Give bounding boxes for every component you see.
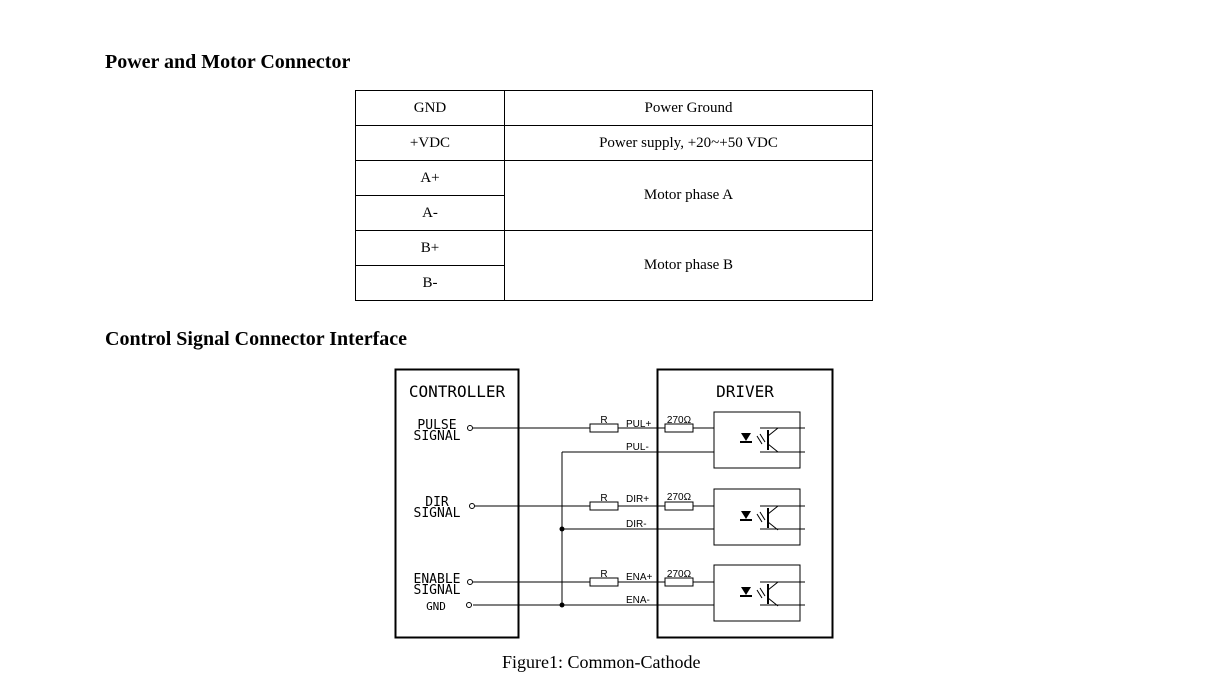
internal-resistor-label: 270Ω	[667, 415, 692, 426]
terminal-label: ENA-	[626, 595, 650, 606]
pin-cell: GND	[355, 90, 505, 126]
controller-box	[394, 368, 520, 639]
terminal-label: DIR+	[626, 494, 649, 505]
power-motor-table: GND Power Ground +VDC Power supply, +20~…	[355, 90, 873, 301]
description-cell: Power supply, +20~+50 VDC	[504, 125, 873, 161]
pin-cell: B+	[355, 230, 505, 266]
driver-box	[656, 368, 834, 639]
figure-caption: Figure1: Common-Cathode	[502, 652, 701, 672]
gnd-label: GND	[426, 600, 446, 613]
pin-cell: A-	[355, 195, 505, 231]
pin-cell: B-	[355, 265, 505, 301]
description-cell: Motor phase A	[504, 160, 873, 231]
terminal-label: PUL+	[626, 419, 651, 430]
description-cell: Power Ground	[504, 90, 873, 126]
pin-cell: +VDC	[355, 125, 505, 161]
optocoupler-icon	[740, 427, 779, 453]
junction-dot	[559, 602, 565, 608]
gnd-terminal	[466, 602, 472, 608]
wiring-diagram: CONTROLLER DRIVER PULSE SIGNAL DIR SIGNA…	[394, 368, 834, 639]
signal-label: SIGNAL	[414, 583, 461, 598]
channel-ena	[467, 564, 805, 622]
controller-label: CONTROLLER	[409, 382, 506, 401]
terminal-label: ENA+	[626, 572, 653, 583]
table-row: +VDC Power supply, +20~+50 VDC	[355, 125, 873, 161]
driver-label: DRIVER	[716, 382, 774, 401]
optocoupler-icon	[740, 581, 779, 607]
signal-label: ENABLE	[414, 572, 461, 587]
terminal-label: DIR-	[626, 519, 647, 530]
optocoupler-icon	[740, 505, 779, 531]
signal-label: PULSE	[417, 418, 456, 433]
internal-resistor-label: 270Ω	[667, 569, 692, 580]
resistor-label: R	[600, 569, 607, 580]
description-cell: Motor phase B	[504, 230, 873, 301]
table-row: B-	[355, 265, 873, 301]
table-row: GND Power Ground	[355, 90, 873, 126]
table-row: B+ Motor phase B	[355, 230, 873, 301]
terminal-label: PUL-	[626, 442, 649, 453]
table-row: A+ Motor phase A	[355, 160, 873, 231]
resistor-label: R	[600, 493, 607, 504]
signal-label: SIGNAL	[414, 429, 461, 444]
pin-cell: A+	[355, 160, 505, 196]
channel-dir	[469, 488, 805, 546]
signal-label: DIR	[425, 495, 449, 510]
resistor-label: R	[600, 415, 607, 426]
internal-resistor-label: 270Ω	[667, 492, 692, 503]
power-connector-heading: Power and Motor Connector	[105, 51, 351, 73]
junction-dot	[559, 526, 565, 532]
table-row: A-	[355, 195, 873, 231]
control-connector-heading: Control Signal Connector Interface	[105, 328, 408, 350]
signal-label: SIGNAL	[414, 506, 461, 521]
channel-pul	[467, 411, 805, 469]
